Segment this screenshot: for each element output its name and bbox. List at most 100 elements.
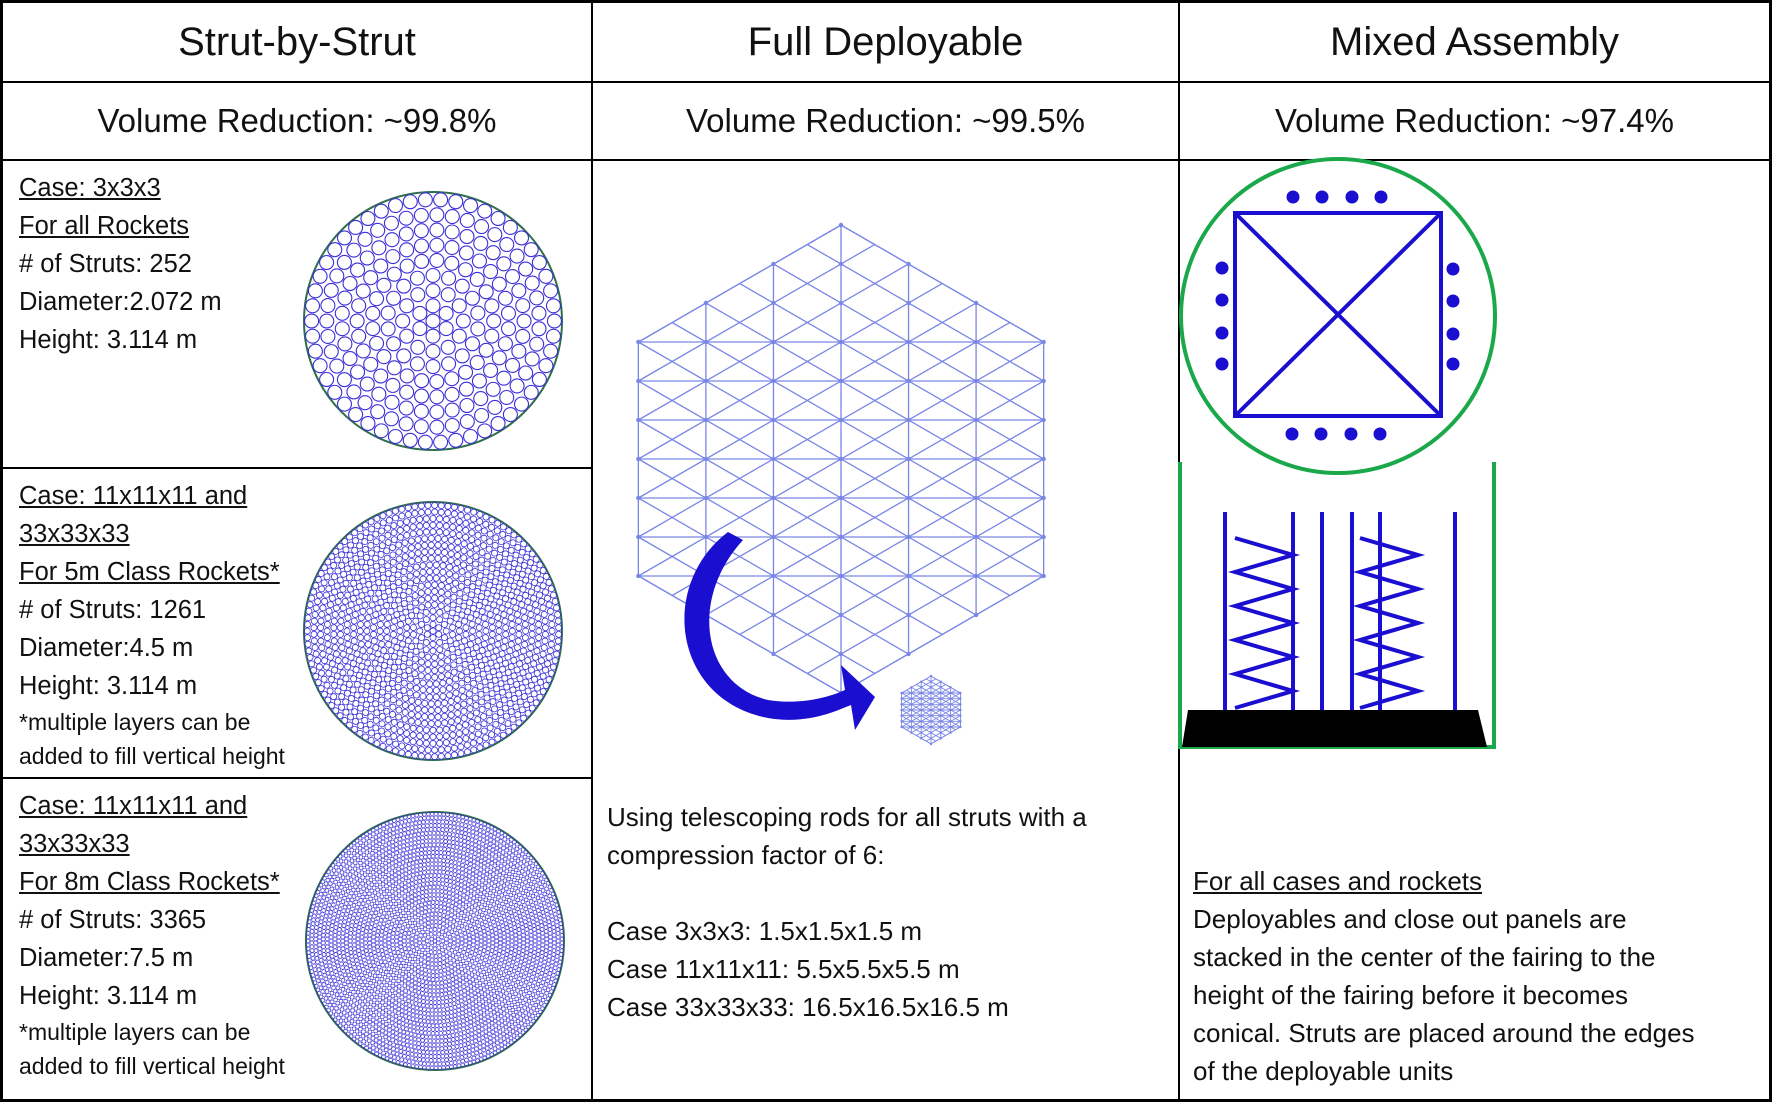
- strut-circle: [421, 999, 426, 1004]
- strut-circle: [409, 1048, 415, 1053]
- strut-circle: [356, 627, 364, 635]
- strut-circle: [457, 672, 465, 680]
- strut-circle: [521, 1030, 526, 1035]
- strut-circle: [449, 1018, 454, 1023]
- strut-circle: [475, 624, 483, 632]
- strut-circle: [531, 958, 536, 963]
- strut-circle: [330, 630, 338, 638]
- strut-circle: [349, 967, 354, 972]
- strut-circle: [497, 890, 502, 895]
- strut-circle: [466, 614, 474, 622]
- strut-circle: [539, 650, 547, 658]
- strut-circle: [431, 985, 437, 990]
- strut-circle: [488, 841, 493, 847]
- strut-circle: [346, 533, 354, 541]
- strut-circle: [446, 902, 451, 907]
- strut-circle: [476, 1024, 481, 1029]
- strut-circle: [375, 887, 380, 892]
- strut-circle: [428, 842, 433, 847]
- strut-circle: [478, 946, 483, 951]
- strut-circle: [424, 839, 429, 844]
- strut-circle: [497, 872, 502, 878]
- strut-circle: [460, 871, 465, 876]
- strut-circle: [423, 850, 428, 856]
- strut-circle: [413, 419, 429, 435]
- strut-circle: [493, 972, 498, 977]
- strut-circle: [472, 658, 480, 666]
- strut-circle: [464, 860, 470, 865]
- strut-circle: [410, 877, 415, 882]
- strut-circle: [362, 1010, 367, 1015]
- strut-circle: [536, 940, 541, 945]
- strut-circle: [350, 882, 355, 887]
- strut-circle: [470, 746, 478, 754]
- strut-circle: [340, 935, 345, 940]
- strut-circle: [510, 672, 518, 680]
- strut-circle: [344, 883, 349, 889]
- strut-circle: [412, 1044, 417, 1049]
- strut-circle: [321, 940, 326, 945]
- strut-circle: [342, 275, 358, 292]
- strut-circle: [387, 1045, 392, 1050]
- strut-circle: [481, 1008, 486, 1013]
- strut-circle: [347, 861, 352, 866]
- strut-circle: [396, 950, 401, 955]
- strut-circle: [507, 1005, 512, 1010]
- strut-circle: [330, 999, 335, 1004]
- strut-circle: [475, 1016, 480, 1021]
- strut-circle: [392, 968, 397, 973]
- strut-circle: [512, 978, 517, 983]
- strut-circle: [385, 516, 393, 524]
- strut-circle: [490, 877, 495, 882]
- strut-circle: [481, 894, 486, 899]
- strut-circle: [503, 891, 508, 896]
- strut-circle: [534, 917, 539, 922]
- strut-circle: [433, 858, 439, 863]
- strut-circle: [363, 270, 379, 286]
- strut-circle: [397, 969, 403, 974]
- strut-circle: [304, 620, 311, 628]
- strut-circle: [470, 1048, 475, 1053]
- strut-circle: [471, 981, 476, 986]
- strut-circle: [421, 706, 429, 714]
- strut-circle: [400, 869, 405, 874]
- strut-circle: [424, 653, 432, 661]
- strut-circle: [471, 1014, 477, 1019]
- strut-circle: [412, 967, 417, 972]
- strut-circle: [474, 218, 490, 235]
- strut-circle: [511, 343, 527, 359]
- strut-circle: [380, 647, 388, 654]
- strut-circle: [353, 884, 358, 889]
- strut-circle: [502, 712, 510, 720]
- strut-circle: [327, 242, 343, 258]
- strut-circle: [459, 822, 464, 827]
- strut-circle: [426, 925, 431, 930]
- strut-circle: [364, 614, 372, 622]
- strut-circle: [551, 956, 556, 961]
- strut-circle: [337, 617, 345, 625]
- strut-circle: [334, 698, 341, 706]
- strut-circle: [482, 513, 490, 521]
- strut-circle: [525, 901, 530, 906]
- strut-circle: [450, 593, 458, 601]
- strut-circle: [455, 825, 461, 830]
- strut-circle: [338, 1018, 344, 1023]
- strut-circle: [387, 1023, 392, 1028]
- strut-circle: [354, 876, 359, 881]
- strut-circle: [419, 562, 427, 570]
- strut-circle: [400, 686, 408, 694]
- strut-circle: [487, 1027, 492, 1032]
- strut-circle: [520, 890, 525, 895]
- strut-circle: [450, 924, 456, 929]
- strut-circle: [390, 942, 395, 947]
- strut-circle: [409, 1036, 414, 1041]
- strut-circle: [449, 516, 457, 524]
- strut-circle: [543, 921, 548, 926]
- strut-circle: [423, 927, 428, 932]
- strut-circle: [524, 954, 529, 959]
- strut-circle: [511, 917, 516, 922]
- strut-circle: [351, 874, 356, 879]
- strut-circle: [321, 937, 326, 942]
- strut-circle: [416, 1041, 421, 1046]
- strut-circle: [429, 1050, 434, 1055]
